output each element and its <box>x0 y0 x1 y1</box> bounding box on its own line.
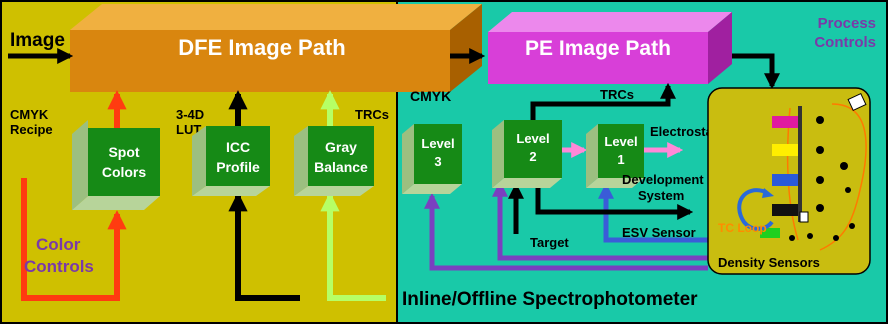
esv-sensor-label: ESV Sensor <box>622 225 696 240</box>
color-controls-label-line1: Color <box>36 235 81 254</box>
icc-profile-box <box>192 126 270 196</box>
pe-to-engine-arrow <box>732 53 781 90</box>
level1-box <box>586 124 644 188</box>
dfe-image-path-title: DFE Image Path <box>178 35 345 60</box>
icc-profile-label-line2: Profile <box>216 159 260 175</box>
cmyk-label: CMYK <box>410 88 451 104</box>
level3-label-line2: 3 <box>434 154 441 169</box>
level2-to-pe-arrow <box>530 82 677 120</box>
esv-sensor-arrow <box>597 182 708 243</box>
spot-colors-box <box>72 120 160 210</box>
target-label: Target <box>530 235 569 250</box>
dfe-image-path-box <box>70 4 482 92</box>
gray-balance-label-line2: Balance <box>314 159 368 175</box>
level2-label-line1: Level <box>516 131 549 146</box>
level1-label-line1: Level <box>604 134 637 149</box>
dfe-trcs-label: TRCs <box>355 107 389 122</box>
printer-engine-illustration <box>707 87 871 275</box>
pe-image-path-box <box>488 12 732 84</box>
lut-label-line1: 3-4D <box>176 107 204 122</box>
cmyk-recipe-label-line2: Recipe <box>10 122 53 137</box>
process-controls-label-line2: Controls <box>814 34 876 51</box>
color-controls-label-line2: Controls <box>24 257 94 276</box>
purple-inner-feedback-arrow <box>491 180 708 261</box>
level3-label-line1: Level <box>421 136 454 151</box>
cmyk-recipe-label-line1: CMYK <box>10 107 49 122</box>
pe-trcs-label: TRCs <box>600 87 634 102</box>
development-system-label-line2: System <box>638 188 684 203</box>
level2-box <box>492 120 562 188</box>
icc-profile-label-line1: ICC <box>226 139 250 155</box>
gray-balance-label-line1: Gray <box>325 139 357 155</box>
spot-colors-label-line1: Spot <box>108 144 139 160</box>
density-sensors-label: Density Sensors <box>718 255 820 270</box>
spot-colors-label-line2: Colors <box>102 164 147 180</box>
gray-balance-box <box>294 126 374 196</box>
lut-label-line2: LUT <box>176 122 201 137</box>
process-controls-label-line1: Process <box>818 15 876 32</box>
purple-outer-feedback-arrow <box>423 192 708 271</box>
spectrophotometer-label: Inline/Offline Spectrophotometer <box>402 289 698 310</box>
tc-loop-label: TC Loop <box>718 221 767 235</box>
level2-label-line2: 2 <box>529 149 536 164</box>
development-arrow <box>535 184 694 221</box>
pe-image-path-title: PE Image Path <box>525 37 671 60</box>
development-system-label-line1: Development <box>622 172 704 187</box>
level3-box <box>402 124 462 194</box>
image-input-label: Image <box>10 30 65 51</box>
level1-label-line2: 1 <box>617 152 624 167</box>
